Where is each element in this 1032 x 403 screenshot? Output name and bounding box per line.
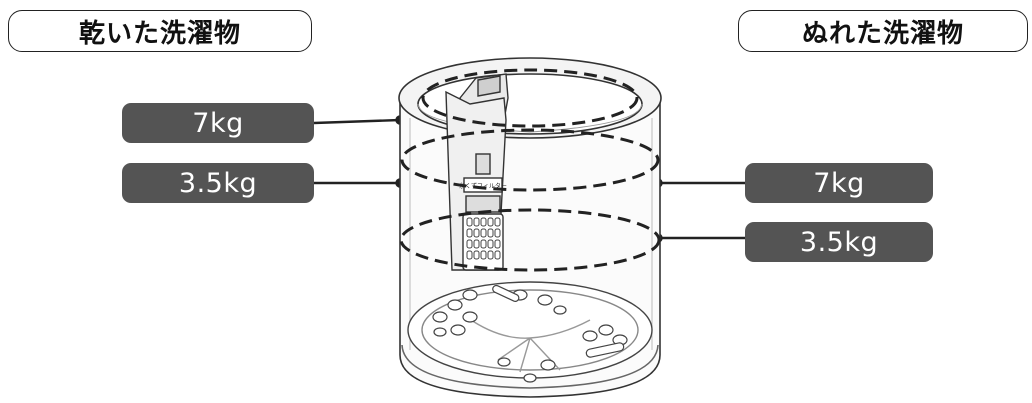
dry-7kg-level — [421, 68, 639, 128]
wet-3-5kg-level — [399, 208, 661, 272]
lint-filter: 糸くずフィルター — [445, 73, 509, 271]
filter-label-text: 糸くずフィルター — [459, 182, 507, 190]
connector-dry-7kg — [313, 118, 401, 125]
pulsator — [407, 281, 653, 383]
fill-level-lines — [399, 68, 661, 272]
dry-3-5kg-wet-7kg-level — [400, 128, 660, 192]
wet-3-5kg-label: 3.5kg — [745, 222, 933, 262]
dry-laundry-title: 乾いた洗濯物 — [8, 10, 312, 52]
dry-3-5kg-label: 3.5kg — [122, 163, 314, 203]
dry-7kg-label: 7kg — [122, 103, 314, 143]
wet-7kg-label: 7kg — [745, 163, 933, 203]
wet-laundry-title: ぬれた洗濯物 — [738, 10, 1028, 52]
